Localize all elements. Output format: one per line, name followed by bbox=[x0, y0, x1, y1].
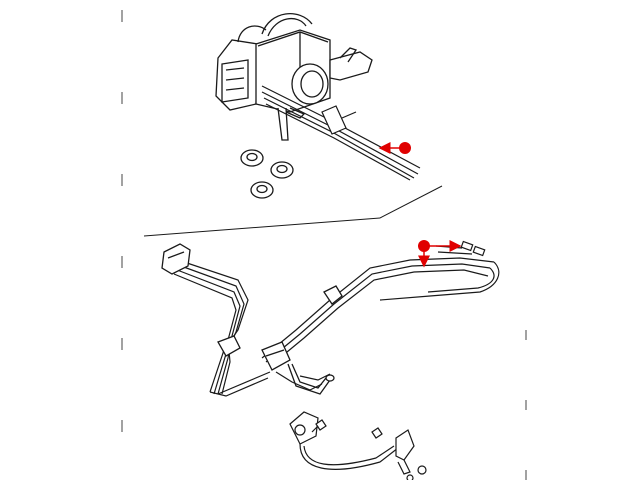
callout-marker-2 bbox=[418, 240, 462, 268]
mounting-bracket bbox=[329, 51, 373, 81]
grommet-1 bbox=[240, 149, 264, 167]
mounting-stud bbox=[277, 107, 289, 141]
line-clip-upper-left bbox=[161, 243, 191, 275]
upper-brake-lines bbox=[261, 85, 421, 181]
flex-hose bbox=[287, 363, 335, 395]
zoom-connector-lines bbox=[143, 185, 443, 237]
small-bolt bbox=[315, 419, 327, 431]
tube-nut-2 bbox=[472, 245, 486, 257]
line-clip bbox=[321, 105, 347, 135]
line-clip-lower bbox=[217, 335, 241, 357]
lower-line-clips bbox=[161, 243, 343, 371]
abs-module bbox=[215, 13, 373, 141]
grommets bbox=[240, 149, 294, 199]
callout-marker-1 bbox=[378, 142, 411, 154]
bottom-parts bbox=[289, 411, 427, 480]
line-clip-mid bbox=[323, 285, 343, 305]
grommet-2 bbox=[270, 161, 294, 179]
grommet-3 bbox=[250, 181, 274, 199]
lower-brake-lines bbox=[165, 255, 500, 397]
wheel-sensor-connector bbox=[395, 429, 415, 461]
tube-nut-fittings bbox=[435, 240, 486, 257]
line-junction-block bbox=[261, 341, 291, 371]
tube-nut-1 bbox=[460, 240, 474, 252]
